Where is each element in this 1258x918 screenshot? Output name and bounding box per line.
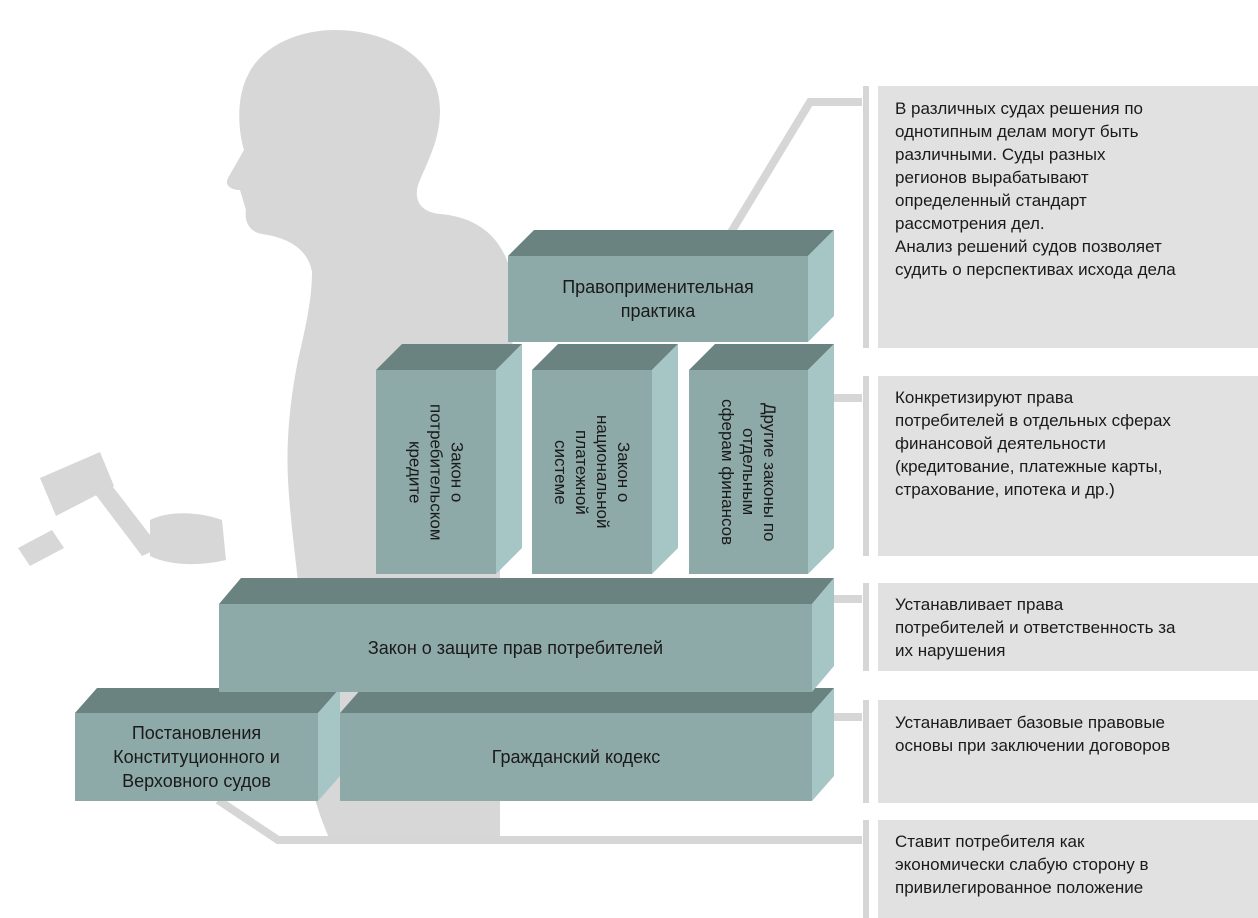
consumer-rights-law-label: Закон о защите прав потребителей <box>367 638 664 658</box>
other-finance-laws-label: Другие законы по отдельным сферам финанс… <box>718 398 779 546</box>
court-resolutions-label: Постановления Конституционного и Верховн… <box>113 723 280 791</box>
description-box-civil-code <box>878 700 1258 803</box>
block-civil-code <box>340 688 834 801</box>
description-practice: В различных судах решения по однотипным … <box>895 99 1176 279</box>
description-civil-code: Устанавливает базовые правовые основы пр… <box>895 713 1171 755</box>
description-special-laws: Конкретизируют права потребителей в отде… <box>895 388 1171 499</box>
description-box-special-laws <box>878 376 1258 556</box>
civil-code-label: Гражданский кодекс <box>491 747 661 767</box>
description-court: Ставит потребителя как экономически слаб… <box>895 832 1149 897</box>
connector-court <box>215 796 862 844</box>
description-box-court <box>878 820 1258 918</box>
block-consumer-rights-law <box>219 578 834 692</box>
description-consumer-rights: Устанавливает права потребителей и ответ… <box>895 595 1176 660</box>
description-box-consumer-rights <box>878 583 1258 671</box>
block-payment-system-law <box>532 344 678 574</box>
consumer-credit-law-label: Закон о потребительском кредите <box>405 403 467 541</box>
description-box-practice <box>878 86 1258 348</box>
block-practice <box>508 230 834 342</box>
block-consumer-credit-law <box>376 344 522 574</box>
block-other-finance-laws <box>689 344 834 574</box>
block-court-resolutions <box>75 688 340 801</box>
payment-system-law-label: Закон о национальной платежной системе <box>551 415 633 529</box>
practice-label: Правоприменительная практика <box>562 277 754 321</box>
